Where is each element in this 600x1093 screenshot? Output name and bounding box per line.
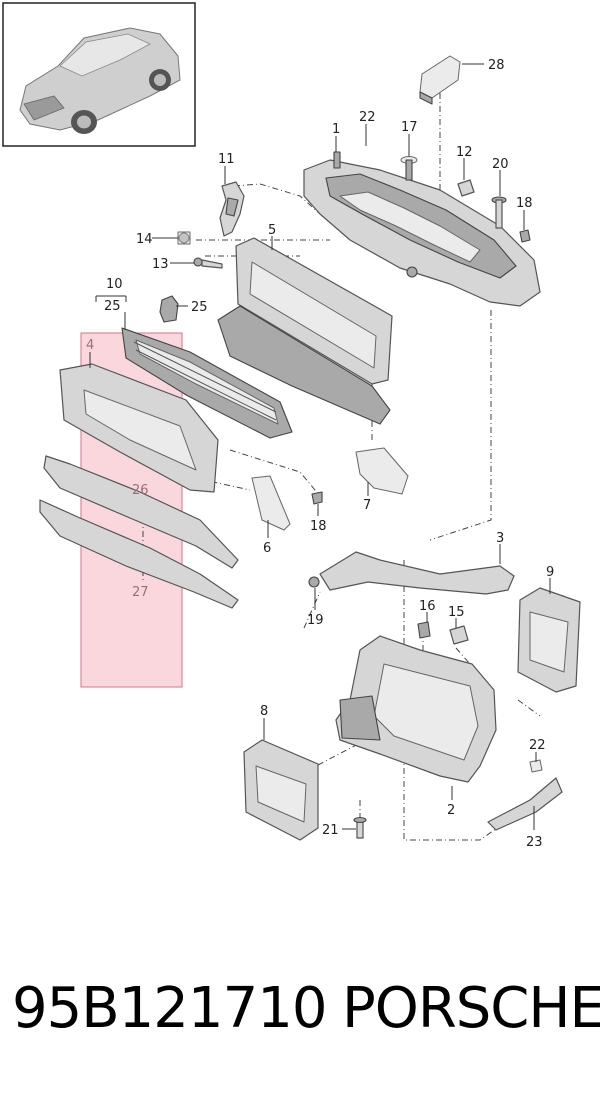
part-19-clip bbox=[308, 576, 320, 588]
vehicle-thumbnail bbox=[2, 2, 196, 147]
callout-6: 6 bbox=[263, 541, 271, 556]
part-18-clip-mid bbox=[311, 491, 323, 505]
callout-12: 12 bbox=[456, 145, 473, 160]
callout-25-right: 25 bbox=[191, 300, 208, 315]
car-icon bbox=[19, 27, 181, 134]
part-6-side-air-guide bbox=[251, 475, 291, 531]
part-20-bolt bbox=[491, 196, 507, 229]
callout-7: 7 bbox=[363, 498, 371, 513]
callout-16: 16 bbox=[419, 599, 436, 614]
callout-8: 8 bbox=[260, 704, 268, 719]
brand-name: PORSCHE bbox=[342, 976, 600, 1041]
part-11-bracket bbox=[219, 181, 245, 237]
callout-9: 9 bbox=[546, 565, 554, 580]
part-17-bolt bbox=[400, 156, 418, 181]
callout-23: 23 bbox=[526, 835, 543, 850]
callout-20: 20 bbox=[492, 157, 509, 172]
part-1-upper-cross-member bbox=[303, 151, 541, 307]
exploded-parts-diagram: 28 1 22 17 12 20 18 11 14 13 5 10 25 25 … bbox=[2, 2, 581, 850]
callout-28: 28 bbox=[488, 58, 505, 73]
callout-11: 11 bbox=[218, 152, 235, 167]
part-25-clip bbox=[159, 295, 179, 323]
part-27-lower-trim bbox=[39, 499, 239, 609]
callout-21: 21 bbox=[322, 823, 339, 838]
part-5-air-guide-frame bbox=[217, 237, 393, 425]
part-4-air-deflector bbox=[59, 363, 219, 493]
callout-1: 1 bbox=[332, 122, 340, 137]
part-14-clip bbox=[177, 231, 191, 245]
callout-13: 13 bbox=[152, 257, 169, 272]
part-23-strip bbox=[487, 777, 563, 831]
callout-15: 15 bbox=[448, 605, 465, 620]
leader-lines bbox=[89, 63, 551, 830]
part-21-bolt bbox=[353, 816, 367, 839]
callout-3: 3 bbox=[496, 531, 504, 546]
part-9-side-duct bbox=[517, 587, 581, 693]
callout-26: 26 bbox=[132, 483, 149, 498]
callout-labels: 28 1 22 17 12 20 18 11 14 13 5 10 25 25 … bbox=[86, 58, 554, 850]
callout-22-bottom: 22 bbox=[529, 738, 546, 753]
callout-14: 14 bbox=[136, 232, 153, 247]
callout-17: 17 bbox=[401, 120, 418, 135]
part-12-nut bbox=[457, 179, 475, 197]
callout-2: 2 bbox=[447, 803, 455, 818]
part-number: 95B121710 bbox=[12, 976, 327, 1041]
footer-caption: 95B121710 PORSCHE bbox=[0, 962, 600, 1072]
part-7-duct bbox=[355, 447, 409, 495]
part-22-nut bbox=[529, 759, 543, 773]
callout-10: 10 bbox=[106, 277, 123, 292]
part-26-spoiler bbox=[43, 455, 239, 569]
callout-22-top: 22 bbox=[359, 110, 376, 125]
part-28-bracket bbox=[419, 55, 461, 105]
callout-25-left: 25 bbox=[104, 299, 121, 314]
part-10-grille bbox=[121, 327, 293, 439]
part-8-side-duct bbox=[243, 739, 319, 841]
part-15-clip bbox=[449, 625, 469, 645]
callout-27: 27 bbox=[132, 585, 149, 600]
callout-4: 4 bbox=[86, 338, 94, 353]
callout-5: 5 bbox=[268, 223, 276, 238]
callout-18-top: 18 bbox=[516, 196, 533, 211]
callout-19: 19 bbox=[307, 613, 324, 628]
part-13-screw bbox=[193, 257, 223, 269]
part-16-clip bbox=[417, 621, 431, 639]
part-3-support-bracket bbox=[319, 551, 515, 595]
part-18-clip-top bbox=[519, 229, 531, 243]
callout-18-mid: 18 bbox=[310, 519, 327, 534]
part-2-front-carrier bbox=[335, 635, 497, 783]
